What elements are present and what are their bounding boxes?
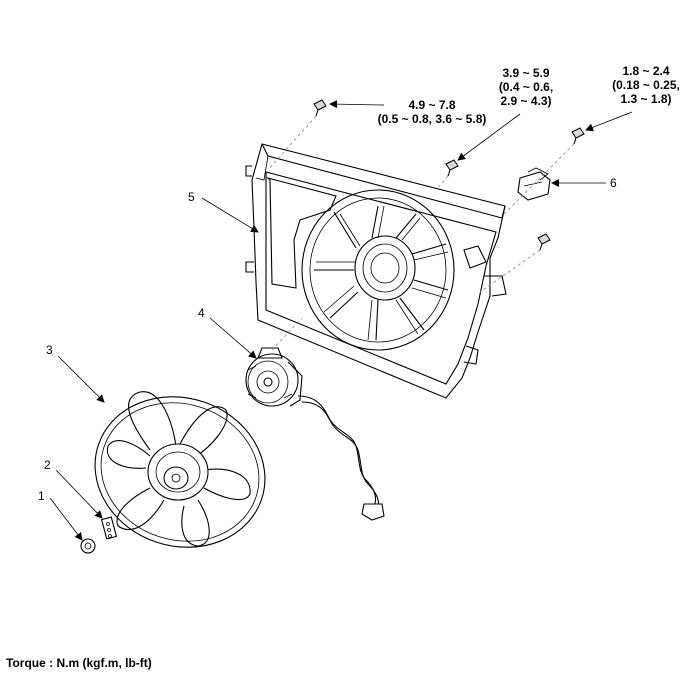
bolt-upper [313, 99, 327, 117]
callout-5: 5 [188, 190, 195, 204]
callout-3: 3 [46, 343, 53, 357]
torque-middle-line1: 3.9 ~ 5.9 [502, 66, 550, 80]
cooling-fan [94, 391, 266, 548]
fan-motor [245, 317, 385, 521]
torque-upper-line1: 4.9 ~ 7.8 [408, 98, 456, 112]
torque-middle-line3: 2.9 ~ 4.3) [500, 94, 552, 108]
bolt-right [571, 127, 585, 145]
nut [80, 538, 96, 554]
callout-1: 1 [38, 489, 45, 503]
torque-spec-upper-bolt: 4.9 ~ 7.8 (0.5 ~ 0.8, 3.6 ~ 5.8) [352, 98, 512, 126]
bolt-lower [537, 233, 551, 251]
leader-lines [49, 100, 633, 541]
torque-right-line2: (0.18 ~ 0.25, [612, 78, 680, 92]
connector [517, 167, 551, 201]
bolt-middle [445, 159, 459, 177]
callout-6: 6 [610, 176, 617, 190]
torque-right-line1: 1.8 ~ 2.4 [622, 64, 670, 78]
torque-upper-line2: (0.5 ~ 0.8, 3.6 ~ 5.8) [377, 112, 487, 126]
fan-shroud [245, 143, 507, 399]
washer [100, 516, 118, 540]
callout-2: 2 [44, 458, 51, 472]
torque-spec-right-bolt: 1.8 ~ 2.4 (0.18 ~ 0.25, 1.3 ~ 1.8) [596, 64, 696, 106]
torque-right-line3: 1.3 ~ 1.8) [620, 92, 672, 106]
torque-unit-footer: Torque : N.m (kgf.m, lb-ft) [6, 656, 152, 670]
callout-4: 4 [198, 306, 205, 320]
torque-middle-line2: (0.4 ~ 0.6, [498, 80, 554, 94]
torque-spec-middle-bolt: 3.9 ~ 5.9 (0.4 ~ 0.6, 2.9 ~ 4.3) [476, 66, 576, 108]
